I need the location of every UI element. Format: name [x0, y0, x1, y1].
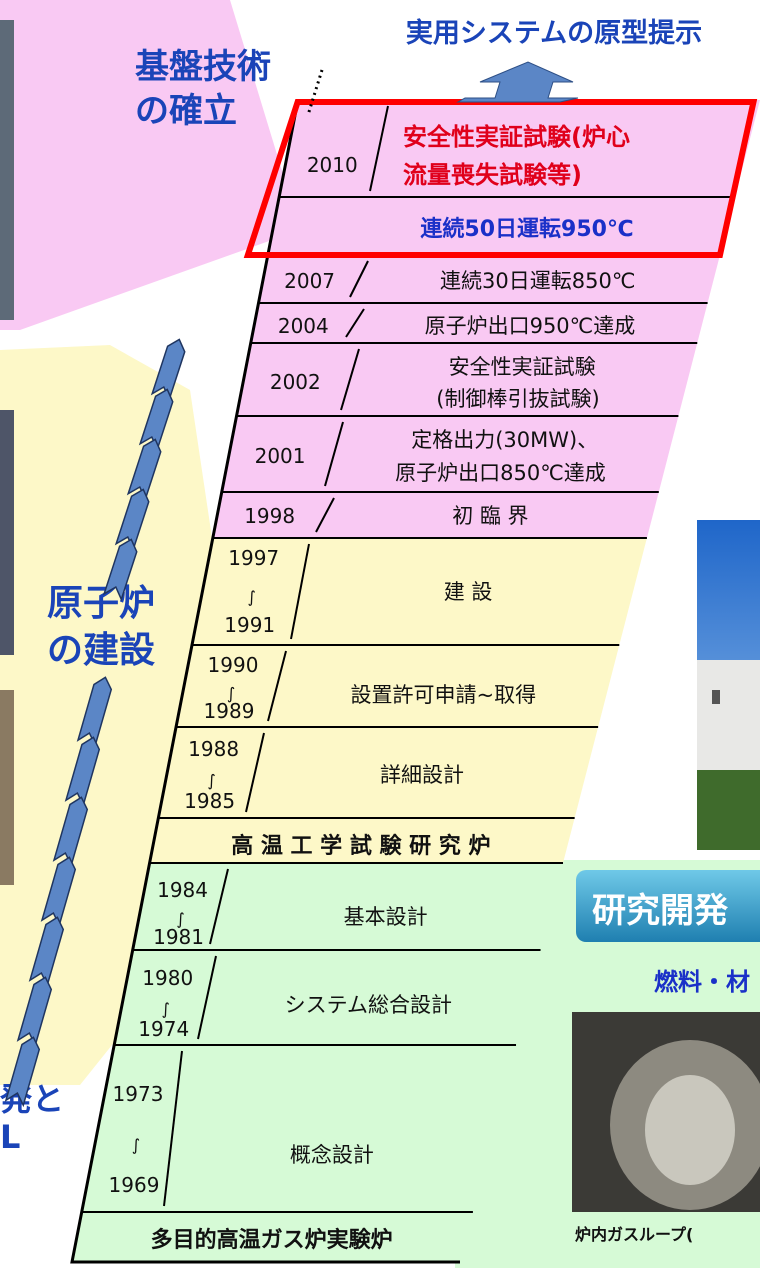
event-text: 流量喪失試験等) [403, 161, 582, 189]
gas-loop-photo [572, 1012, 760, 1212]
research-banner-label: 研究開発 [592, 891, 729, 931]
year-label: 2007 [284, 269, 335, 293]
green-band [72, 863, 564, 1262]
up-arrow [456, 61, 579, 103]
event-text: 設置許可申請~取得 [350, 683, 536, 707]
year-to-label: 1991 [224, 613, 275, 637]
event-text: 安全性実証試験(炉心 [403, 123, 630, 151]
year-range-mark: ∫ [207, 771, 215, 790]
year-divider [209, 868, 229, 945]
event-text: 原子炉出口850℃達成 [395, 461, 606, 485]
building-photo [697, 520, 760, 850]
event-text: 連続50日運転950℃ [420, 216, 633, 242]
year-range-mark: ∫ [176, 910, 184, 929]
event-text: システム総合設計 [285, 993, 452, 1017]
event-text: 定格出力(30MW)、 [411, 428, 598, 452]
chevron-arrow [16, 976, 53, 1048]
research-banner [576, 870, 760, 942]
year-to-label: 1985 [184, 789, 235, 813]
year-from-label: 1988 [188, 737, 239, 761]
chevron-arrow [76, 676, 113, 748]
photo-fragment-3 [0, 690, 14, 885]
year-from-label: 1990 [208, 653, 259, 677]
year-label: 2010 [307, 153, 358, 177]
chevron-arrow [4, 1036, 41, 1108]
phase-construction-line1: 原子炉 [47, 583, 155, 624]
year-divider [340, 348, 360, 411]
year-range-mark: ∫ [132, 1136, 140, 1155]
highlight-box [243, 99, 758, 258]
year-divider [163, 1050, 183, 1207]
table-outline [70, 99, 460, 1264]
event-text: 基本設計 [344, 905, 428, 929]
phase-foundation-line2: の確立 [135, 91, 237, 131]
phase-construction-line2: の建設 [47, 630, 155, 671]
year-range-mark: ∫ [162, 1000, 170, 1019]
event-text: 原子炉出口950℃達成 [425, 314, 636, 338]
timeline-table [70, 99, 760, 1264]
year-from-label: 1973 [113, 1082, 164, 1106]
year-divider [197, 955, 217, 1040]
top-label: 実用システムの原型提示 [406, 17, 702, 49]
reactor-label: 高 温 工 学 試 験 研 究 炉 [231, 833, 490, 859]
year-to-label: 1981 [153, 925, 204, 949]
year-divider [369, 105, 389, 192]
year-from-label: 1997 [228, 546, 279, 570]
year-divider [324, 421, 344, 487]
chevron-arrow [64, 736, 101, 808]
year-from-label: 1984 [157, 878, 208, 902]
year-label: 2001 [255, 444, 306, 468]
year-divider [245, 732, 265, 813]
year-divider [349, 260, 369, 298]
event-text: 建 設 [444, 580, 493, 604]
chevron-arrow [126, 438, 162, 502]
year-range-mark: ∫ [227, 684, 235, 703]
year-divider [315, 497, 335, 533]
year-to-label: 1969 [109, 1173, 160, 1197]
event-text: 概念設計 [290, 1143, 374, 1167]
year-divider [345, 308, 365, 338]
progress-arrows [4, 338, 186, 1108]
research-subtitle: 燃料・材 [654, 968, 750, 996]
phase-development-line2: L [0, 1118, 20, 1156]
photo-caption: 炉内ガスループ( [575, 1225, 693, 1244]
year-divider [290, 543, 310, 640]
event-text: 安全性実証試験 [449, 355, 596, 379]
year-to-label: 1974 [138, 1017, 189, 1041]
year-to-label: 1989 [204, 699, 255, 723]
yellow-band [149, 538, 647, 863]
event-text: 初 臨 界 [452, 504, 528, 528]
chevron-arrow [52, 796, 89, 868]
dotted-line [306, 69, 324, 116]
highlight-frame [243, 99, 758, 258]
photo-fragment-2 [0, 410, 14, 655]
year-divider [267, 650, 287, 722]
chevron-arrow [102, 538, 138, 602]
event-text: 詳細設計 [380, 763, 464, 787]
year-from-label: 1980 [142, 966, 193, 990]
chevron-arrow [40, 856, 77, 928]
chevron-arrow [28, 916, 65, 988]
year-label: 1998 [244, 504, 295, 528]
reactor-label: 多目的高温ガス炉実験炉 [151, 1227, 393, 1253]
phase-foundation-line1: 基盤技術 [135, 47, 271, 87]
event-text: 連続30日運転850℃ [440, 269, 635, 293]
year-label: 2002 [270, 370, 321, 394]
pink-band [212, 100, 760, 538]
chevron-arrow [114, 488, 150, 552]
event-text: (制御棒引抜試験) [436, 387, 599, 411]
photo-fragment-1 [0, 20, 14, 320]
year-range-mark: ∫ [248, 588, 256, 607]
chevron-arrow [138, 388, 174, 452]
chevron-arrow [150, 338, 186, 402]
pink-callout [0, 0, 300, 330]
year-label: 2004 [278, 314, 329, 338]
